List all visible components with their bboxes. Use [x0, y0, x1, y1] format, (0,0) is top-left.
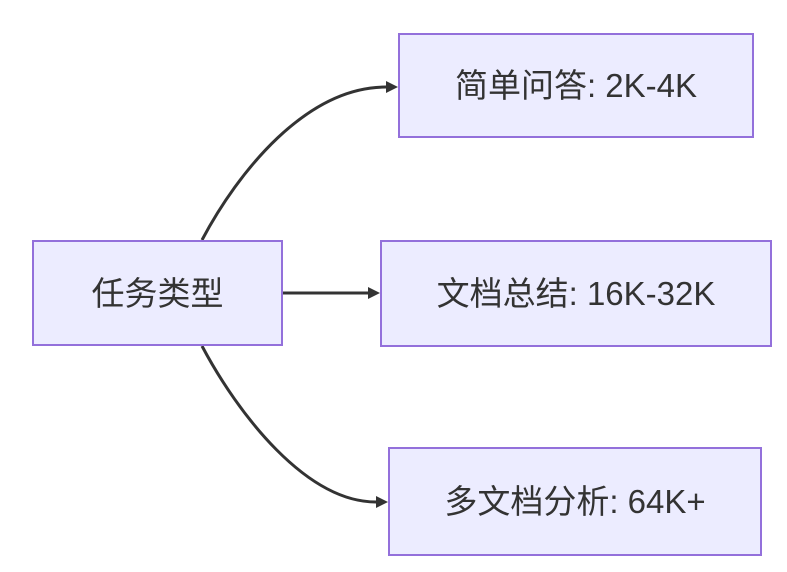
node-simple-qa-label: 简单问答: 2K-4K: [454, 67, 698, 104]
node-multi-doc: 多文档分析: 64K+: [388, 447, 762, 556]
edge-root-to-simple-qa: [200, 81, 398, 241]
node-simple-qa: 简单问答: 2K-4K: [398, 33, 754, 138]
node-doc-summary: 文档总结: 16K-32K: [380, 240, 772, 347]
node-multi-doc-label: 多文档分析: 64K+: [444, 483, 706, 520]
edge-root-to-multi-doc: [200, 345, 388, 508]
node-doc-summary-label: 文档总结: 16K-32K: [436, 275, 716, 312]
node-task-type-label: 任务类型: [91, 274, 224, 312]
node-task-type: 任务类型: [32, 240, 283, 346]
